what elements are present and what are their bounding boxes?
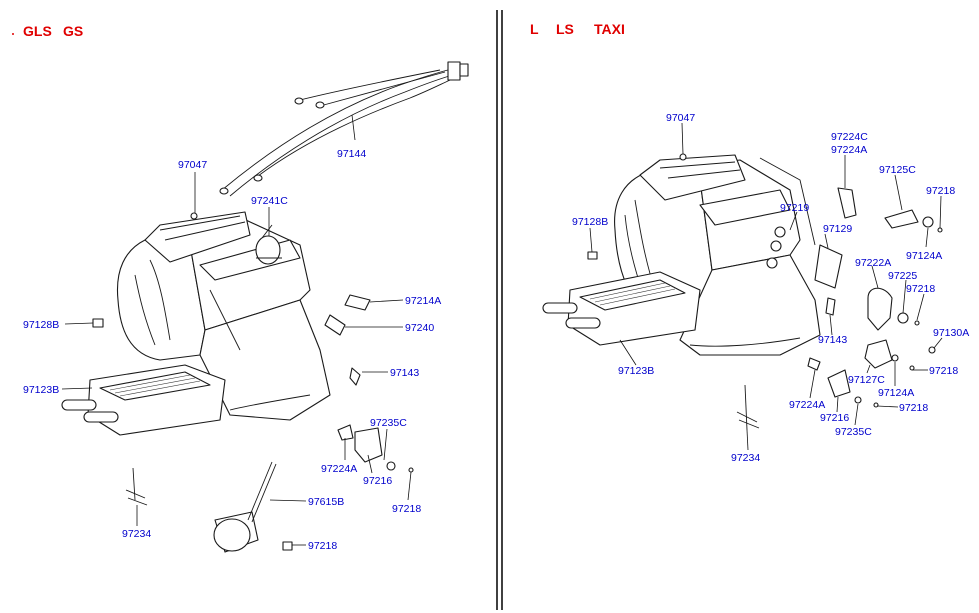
- pin-97143: [349, 367, 361, 386]
- part-label-97124a-bot: 97124A: [878, 387, 914, 399]
- part-label-97224a-bot: 97224A: [789, 399, 825, 411]
- wiring-harness: [219, 61, 469, 197]
- part-label-97234: 97234: [122, 528, 151, 540]
- part-label-97144: 97144: [337, 148, 366, 160]
- lever-97224c: [837, 187, 857, 219]
- part-label-97123b-r: 97123B: [618, 365, 654, 377]
- right-leader-lines: [589, 122, 943, 451]
- link-97240: [324, 314, 346, 336]
- part-label-97143: 97143: [390, 367, 419, 379]
- part-label-97235c-r: 97235C: [835, 426, 872, 438]
- part-label-97123b: 97123B: [23, 384, 59, 396]
- part-label-97240: 97240: [405, 322, 434, 334]
- variant-gs: GS: [63, 23, 83, 39]
- right-part-labels: 97047 97224C 97224A 97125C 97218 97128B …: [572, 112, 969, 464]
- right-variant-header: L LS TAXI: [530, 21, 625, 37]
- screw-97047: [190, 212, 198, 220]
- variant-ls: LS: [556, 21, 574, 37]
- bushing-97124a: [922, 216, 934, 228]
- part-label-97235c: 97235C: [370, 417, 407, 429]
- lever-97127c: [864, 339, 893, 369]
- variant-gls: GLS: [23, 23, 52, 39]
- part-label-97124a-top: 97124A: [906, 250, 942, 262]
- left-leader-lines: [61, 114, 412, 546]
- part-label-97129: 97129: [823, 223, 852, 235]
- part-label-97128b: 97128B: [23, 319, 59, 331]
- part-label-97125c: 97125C: [879, 164, 916, 176]
- part-label-97218-bot: 97218: [899, 402, 928, 414]
- clip-97130a: [928, 346, 936, 354]
- clip-97128b-r: [587, 251, 598, 260]
- part-label-97130a: 97130A: [933, 327, 969, 339]
- left-variant-header: GLS GS: [12, 23, 83, 39]
- part-label-97047: 97047: [178, 159, 207, 171]
- part-label-97218-b: 97218: [308, 540, 337, 552]
- bracket-97234-right: [736, 384, 760, 431]
- part-label-97224a: 97224A: [321, 463, 357, 475]
- part-label-97214a: 97214A: [405, 295, 441, 307]
- part-label-97219: 97219: [780, 202, 809, 214]
- variant-taxi: TAXI: [594, 21, 625, 37]
- vacuum-actuator-top: [255, 224, 282, 265]
- part-label-97216-r: 97216: [820, 412, 849, 424]
- cam-97222a: [867, 287, 893, 331]
- part-label-97128b-r: 97128B: [572, 216, 608, 228]
- screw-97218-b: [282, 541, 293, 551]
- part-label-97143-r: 97143: [818, 334, 847, 346]
- pin-97143-r: [825, 297, 836, 316]
- clip-97224a-r: [807, 357, 821, 371]
- panel-divider: [496, 10, 503, 610]
- screw-97047-r: [679, 153, 687, 161]
- part-label-97241c: 97241C: [251, 195, 288, 207]
- link-97214a: [344, 294, 371, 311]
- part-97219-a: [774, 226, 786, 238]
- variant-l: L: [530, 21, 539, 37]
- part-label-97218: 97218: [392, 503, 421, 515]
- part-label-97127c: 97127C: [848, 374, 885, 386]
- washer-97235c-r: [854, 396, 862, 404]
- clip-97224a: [337, 424, 354, 441]
- bracket-97234-left: [125, 467, 148, 506]
- vacuum-actuator-bottom: [213, 461, 277, 553]
- left-drawing: [61, 61, 469, 553]
- screw-97218-top: [937, 227, 943, 233]
- bushing-97124a-b: [891, 354, 899, 362]
- part-label-97218-mid: 97218: [906, 283, 935, 295]
- screw-97218: [408, 467, 414, 473]
- washer-97235c: [386, 461, 396, 471]
- heater-core-left: [61, 364, 226, 436]
- lever-97125c: [884, 209, 919, 229]
- rod-97129: [814, 244, 843, 289]
- part-97219-c: [766, 257, 778, 269]
- bracket-97216: [354, 427, 383, 463]
- part-97219-b: [770, 240, 782, 252]
- part-label-97218-top: 97218: [926, 185, 955, 197]
- bracket-97216-r: [827, 369, 851, 398]
- part-label-97224c: 97224C: [831, 131, 868, 143]
- part-label-97222a: 97222A: [855, 257, 891, 269]
- part-label-97225: 97225: [888, 270, 917, 282]
- clip-97128b: [92, 318, 104, 328]
- screw-97218-r: [909, 365, 915, 371]
- right-drawing: [542, 153, 943, 431]
- part-label-97234-r: 97234: [731, 452, 760, 464]
- part-label-97218-r: 97218: [929, 365, 958, 377]
- left-part-labels: 97144 97047 97241C 97214A 97240 97128B 9…: [23, 148, 441, 552]
- screw-97218-mid: [914, 320, 920, 326]
- part-label-97216: 97216: [363, 475, 392, 487]
- part-label-97224a-top: 97224A: [831, 144, 867, 156]
- part-label-97047-r: 97047: [666, 112, 695, 124]
- heater-core-right: [542, 271, 701, 346]
- washer-97225: [897, 312, 909, 324]
- part-label-97615b: 97615B: [308, 496, 344, 508]
